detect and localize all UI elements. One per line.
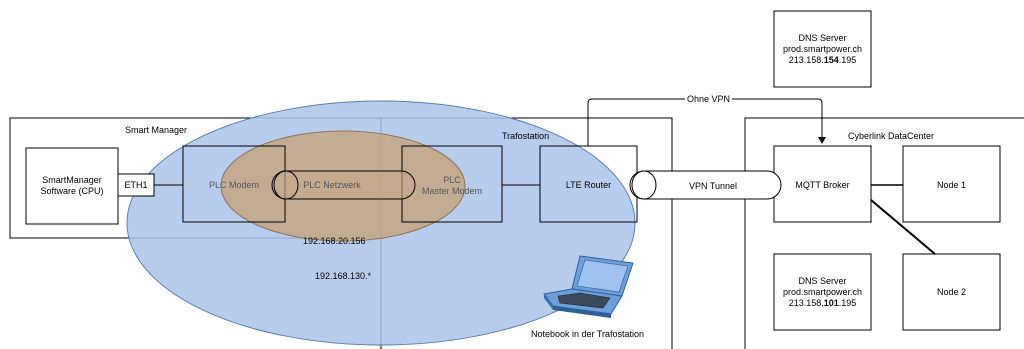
plc-master-modem-label: PLC Master Modem: [402, 175, 502, 197]
dns-top-ip: 213.158.154.195: [774, 55, 871, 66]
notebook-icon[interactable]: [543, 255, 634, 318]
plc-netzwerk-label: PLC Netzwerk: [303, 180, 361, 190]
plc-modem-label: PLC Modem: [208, 180, 260, 190]
mqtt-broker-label: MQTT Broker: [795, 180, 850, 190]
plc-master-line1: PLC: [443, 175, 461, 185]
ohne-vpn-arrow: [587, 98, 826, 146]
ip-plc-label: 192.168.20.156: [303, 236, 366, 246]
node2-label: Node 2: [936, 287, 967, 297]
vpn-tunnel-tube: [629, 170, 782, 200]
ohne-vpn-label: Ohne VPN: [685, 94, 733, 105]
lte-router-label: LTE Router: [565, 180, 612, 190]
smartmanager-software-line1: SmartManager: [42, 175, 102, 185]
vpn-tunnel-label: VPN Tunnel: [688, 181, 738, 191]
dns-bottom-title: DNS Server: [798, 276, 847, 286]
smartmanager-software-label: SmartManager Software (CPU): [26, 175, 118, 197]
dns-top-host: prod.smartpower.ch: [782, 44, 863, 54]
dns-server-bottom-label: DNS Server prod.smartpower.ch 213.158.10…: [774, 276, 871, 309]
smartmanager-software-line2: Software (CPU): [40, 186, 104, 196]
dns-bottom-host: prod.smartpower.ch: [782, 287, 863, 297]
smart-manager-label: Smart Manager: [125, 125, 188, 135]
dns-server-bottom-box[interactable]: [773, 253, 872, 331]
dns-top-ip-bold: 154: [823, 55, 839, 65]
dns-bottom-ip-bold: 101: [823, 298, 839, 308]
node1-box[interactable]: [902, 145, 1001, 223]
notebook-label: Notebook in der Trafostation: [531, 329, 645, 339]
mqtt-broker-box[interactable]: [773, 145, 872, 223]
dns-top-ip-post: .195: [838, 55, 857, 65]
datacenter-container: [744, 117, 1024, 349]
vpn-tunnel-tube-end: [631, 170, 657, 200]
trafostation-label: Trafostation: [502, 131, 550, 141]
eth1-label: ETH1: [124, 180, 148, 190]
ip-lan-label: 192.168.130.*: [315, 271, 372, 281]
dns-bottom-ip-pre: 213.158.: [788, 298, 824, 308]
dns-server-top-box[interactable]: [773, 10, 872, 88]
dns-server-top-label: DNS Server prod.smartpower.ch 213.158.15…: [774, 33, 871, 66]
plc-netzwerk-tube-end: [273, 170, 299, 200]
dns-top-title: DNS Server: [798, 33, 847, 43]
datacenter-label: Cyberlink DataCenter: [848, 131, 935, 141]
mqtt-to-node2-line: [870, 199, 936, 255]
dns-top-ip-pre: 213.158.: [788, 55, 824, 65]
node2-box[interactable]: [902, 253, 1001, 331]
smartmanager-software-box[interactable]: [25, 147, 119, 225]
plc-master-line2: Master Modem: [421, 186, 483, 196]
dns-bottom-ip: 213.158.101.195: [774, 298, 871, 309]
node1-label: Node 1: [936, 180, 967, 190]
plc-netzwerk-tube: [271, 170, 416, 200]
dns-bottom-ip-post: .195: [838, 298, 857, 308]
